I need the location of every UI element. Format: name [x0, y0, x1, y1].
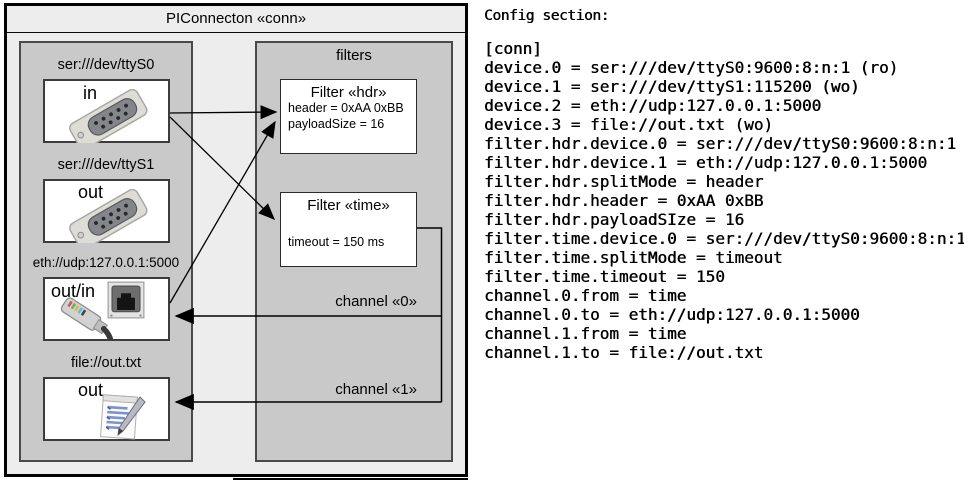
device-direction-label: out — [78, 380, 104, 400]
filters-group: filters Filter «hdr» header = 0xAA 0xBB … — [255, 41, 453, 462]
device-uri-label-file: file://out.txt — [70, 355, 142, 371]
filter-property: timeout = 150 ms — [288, 235, 385, 249]
serial-port-icon — [69, 189, 148, 243]
filter-title: Filter «time» — [307, 197, 390, 214]
filter-property: header = 0xAA 0xBB — [288, 101, 404, 115]
device-direction-label: out — [78, 182, 104, 202]
device-box-ttys0: in — [43, 79, 170, 143]
channel-0-label: channel «0» — [335, 293, 417, 310]
device-direction-label: out/in — [51, 281, 96, 301]
config-heading: Config section: — [484, 8, 609, 24]
config-text: [conn] device.0 = ser:///dev/ttyS0:9600:… — [484, 39, 964, 362]
connection-diagram: PIConnecton «conn» ser:///dev/ttyS0 in — [4, 3, 468, 477]
device-uri-label-ttys0: ser:///dev/ttyS0 — [57, 57, 155, 73]
device-box-file: out — [43, 377, 170, 441]
serial-port-icon — [69, 89, 148, 143]
devices-group: ser:///dev/ttyS0 in ser:/// — [19, 41, 193, 462]
ethernet-plug-icon — [60, 297, 114, 341]
filter-hdr-box: Filter «hdr» header = 0xAA 0xBB payloadS… — [280, 79, 417, 154]
config-section: Config section: [conn] device.0 = ser://… — [482, 4, 964, 362]
filter-time-box: Filter «time» timeout = 150 ms — [280, 192, 417, 267]
bottom-edge-line — [233, 478, 468, 480]
diagram-title: PIConnecton «conn» — [7, 6, 465, 33]
device-box-eth: out/in — [43, 277, 170, 341]
ethernet-jack-icon — [107, 281, 145, 319]
device-uri-label-ttys1: ser:///dev/ttyS1 — [57, 157, 155, 173]
channel-1-label: channel «1» — [335, 381, 417, 398]
device-direction-label: in — [83, 83, 98, 103]
device-box-ttys1: out — [43, 179, 170, 243]
filter-title: Filter «hdr» — [310, 84, 387, 101]
notepad-pencil-icon — [99, 394, 146, 440]
filters-group-label: filters — [336, 47, 372, 64]
device-uri-label-eth: eth://udp:127.0.0.1:5000 — [32, 255, 180, 270]
filter-property: payloadSize = 16 — [288, 116, 385, 131]
